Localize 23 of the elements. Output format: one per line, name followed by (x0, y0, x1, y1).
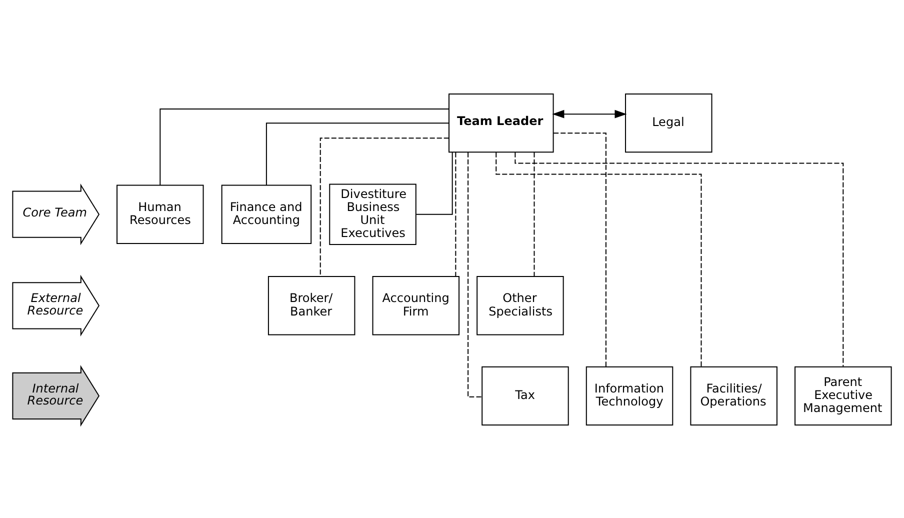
node-box: Tax (482, 366, 569, 425)
node-box: Accounting Firm (372, 276, 460, 335)
node-box: Divestiture Business Unit Executives (329, 183, 416, 244)
connector (468, 152, 482, 397)
connector (416, 152, 453, 214)
node-box: Information Technology (586, 366, 674, 425)
connector (160, 108, 449, 185)
connector (496, 152, 702, 366)
connector (514, 152, 844, 366)
connector (534, 152, 535, 276)
connector (554, 132, 606, 366)
connector (266, 122, 449, 185)
node-box: Finance and Accounting (221, 184, 312, 244)
node-box: Facilities/ Operations (690, 366, 778, 425)
node-box: Other Specialists (476, 276, 564, 335)
node-box: Legal (625, 93, 712, 152)
node-box: Team Leader (448, 93, 554, 152)
node-box: Parent Executive Management (794, 366, 892, 425)
connector (320, 137, 449, 276)
connector (455, 152, 456, 276)
arrow (552, 109, 627, 118)
node-box: Broker/ Banker (268, 276, 356, 335)
node-box: Human Resources (116, 184, 204, 244)
